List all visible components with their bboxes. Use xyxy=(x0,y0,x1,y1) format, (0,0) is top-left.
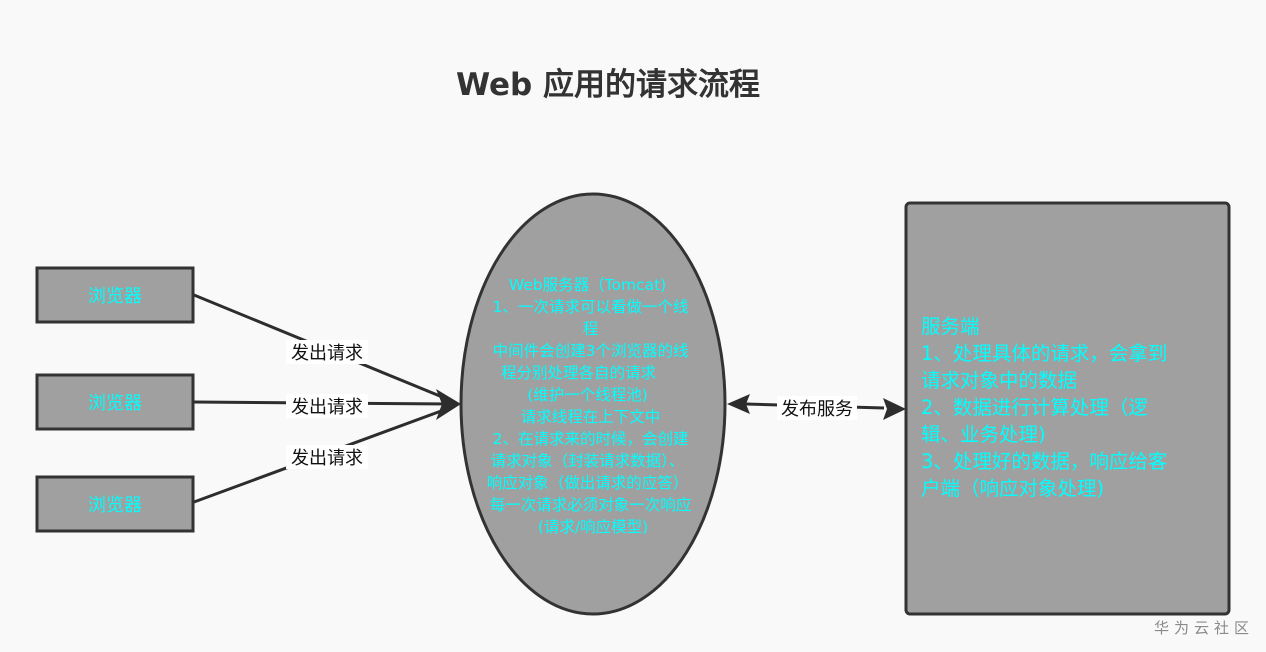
server-side-text: 服务端 1、处理具体的请求，会拿到 请求对象中的数据 2、数据进行计算处理（逻 … xyxy=(921,315,1174,500)
web-server-line-3: 程 xyxy=(583,320,599,338)
publish-edge-label: 发布服务 xyxy=(781,399,853,420)
web-server-line-2: 1、一次请求可以看做一个线 xyxy=(493,298,689,316)
web-server-text: Web服务器（Tomcat) 1、一次请求可以看做一个线 程 中间件会创建3个浏… xyxy=(487,276,696,536)
web-server-ellipse xyxy=(459,192,727,616)
server-side-box xyxy=(904,201,1231,616)
server-side-line-4: 2、数据进行计算处理（逻 xyxy=(921,396,1148,419)
web-server-line-4: 中间件会创建3个浏览器的线 xyxy=(493,342,689,360)
server-side-line-7: 户端（响应对象处理) xyxy=(921,477,1104,500)
browser-node-3: 浏览器 xyxy=(35,475,195,533)
server-side-line-6: 3、处理好的数据，响应给客 xyxy=(921,450,1167,473)
request-label-bg-1 xyxy=(286,340,368,364)
browser-box-1 xyxy=(35,266,195,324)
web-server-line-5: 程分别处理各自的请求 xyxy=(501,364,656,382)
web-server-line-11: 每一次请求必须对象一次响应 xyxy=(490,495,692,514)
web-server-line-9: 请求对象（封装请求数据）、 xyxy=(491,452,685,470)
publish-arrowhead-left xyxy=(727,394,750,414)
server-side-line-5: 辑、业务处理) xyxy=(921,423,1046,446)
browser-label-2: 浏览器 xyxy=(88,393,142,414)
diagram-title: Web 应用的请求流程 xyxy=(456,67,760,103)
server-side-line-3: 请求对象中的数据 xyxy=(921,369,1077,392)
web-server-line-10: 响应对象（做出请求的应答） xyxy=(487,473,689,492)
request-edge-label-1: 发出请求 xyxy=(291,343,363,364)
browser-node-1: 浏览器 xyxy=(35,266,195,324)
watermark: 华为云社区 xyxy=(1153,619,1254,637)
web-server-line-12: (请求/响应模型) xyxy=(538,517,648,536)
browser-box-2 xyxy=(35,373,195,431)
request-edge-label-2: 发出请求 xyxy=(291,397,363,418)
web-server-line-6: (维护一个线程池) xyxy=(527,386,648,404)
request-edge-label-3: 发出请求 xyxy=(291,448,363,469)
request-arrowhead xyxy=(436,389,461,420)
publish-label-bg xyxy=(777,396,857,420)
web-server-line-7: 请求线程在上下文中 xyxy=(521,408,661,426)
web-server-line-1: Web服务器（Tomcat) xyxy=(509,276,666,294)
browser-box-3 xyxy=(35,475,195,533)
request-label-bg-3 xyxy=(286,445,368,469)
publish-arrowhead-right xyxy=(883,398,906,420)
server-side-line-1: 服务端 xyxy=(921,315,980,338)
web-server-line-8: 2、在请求来的时候，会创建 xyxy=(493,430,689,448)
browser-node-2: 浏览器 xyxy=(35,373,195,431)
request-label-bg-2 xyxy=(286,394,368,418)
server-side-line-2: 1、处理具体的请求，会拿到 xyxy=(921,342,1167,365)
browser-label-3: 浏览器 xyxy=(88,495,142,516)
browser-label-1: 浏览器 xyxy=(88,286,142,307)
server-side-node: 服务端 1、处理具体的请求，会拿到 请求对象中的数据 2、数据进行计算处理（逻 … xyxy=(904,201,1231,616)
web-server-node: Web服务器（Tomcat) 1、一次请求可以看做一个线 程 中间件会创建3个浏… xyxy=(459,192,727,616)
